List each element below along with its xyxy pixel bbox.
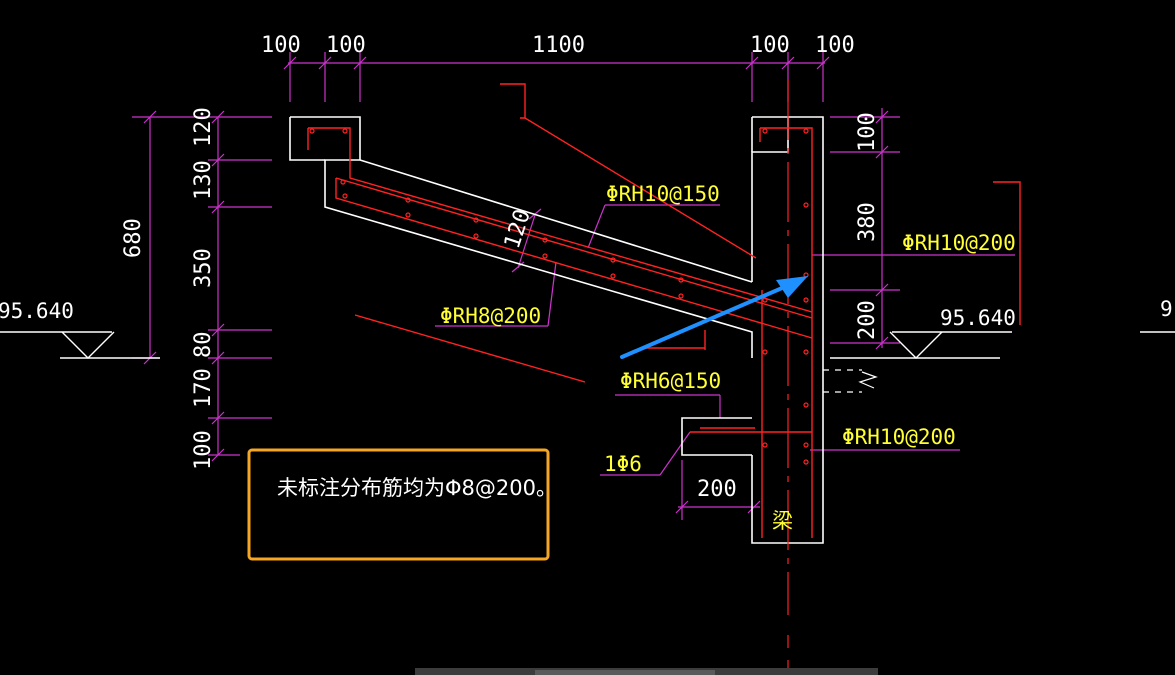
rebar-label-right-lower: ΦRH10@200 [842,425,956,449]
dim-left-total: 680 [121,218,146,258]
rebar-lines [307,83,1021,538]
dim-top-2: 100 [326,33,366,58]
right-dimension-lines [511,108,900,520]
section-outline [289,116,824,544]
top-dimension-lines [283,52,830,102]
dim-bottom-ledge: 200 [697,477,737,502]
dim-left-5: 170 [191,368,216,408]
rebar-label-slab-bottom: ΦRH8@200 [440,304,541,328]
rebar-label-right-upper: ΦRH10@200 [902,231,1016,255]
elevation-mark-right [830,331,1012,359]
elevation-fragment: 9 [1160,297,1173,321]
dim-right-2: 380 [855,202,880,242]
beam-label: 梁 [772,509,793,533]
dim-slab-thickness: 120 [500,206,536,252]
note-highlight-box [247,448,550,561]
rebar-dots [309,128,809,465]
annotation-arrow [620,276,808,359]
dim-top-4: 100 [750,33,790,58]
horizontal-scrollbar[interactable] [415,668,878,675]
elevation-mark-left [0,331,160,359]
leader-lines [435,204,1015,476]
dim-left-4: 80 [191,332,216,359]
left-dimension-text: 120 130 350 80 170 100 [191,107,216,470]
dim-top-3: 1100 [532,33,585,58]
top-dimension-text: 100 100 1100 100 100 [261,33,855,58]
rebar-label-slab-top: ΦRH10@150 [606,182,720,206]
rebar-label-ledge: ΦRH6@150 [620,369,721,393]
dim-top-1: 100 [261,33,301,58]
right-dimension-text: 100 380 200 [855,112,880,340]
elevation-right: 95.640 [940,306,1016,330]
scrollbar-thumb[interactable] [535,670,715,675]
ledge-bar-label: 1Φ6 [604,452,642,476]
dim-right-1: 100 [855,112,880,152]
dim-left-2: 130 [191,160,216,200]
note-text: 未标注分布筋均为Φ8@200。 [277,476,557,500]
elevation-left: 95.640 [0,299,74,323]
dim-left-1: 120 [191,107,216,147]
dim-top-5: 100 [815,33,855,58]
break-line [823,369,878,393]
dim-left-6: 100 [191,430,216,470]
dim-right-3: 200 [855,300,880,340]
dim-left-3: 350 [191,248,216,288]
